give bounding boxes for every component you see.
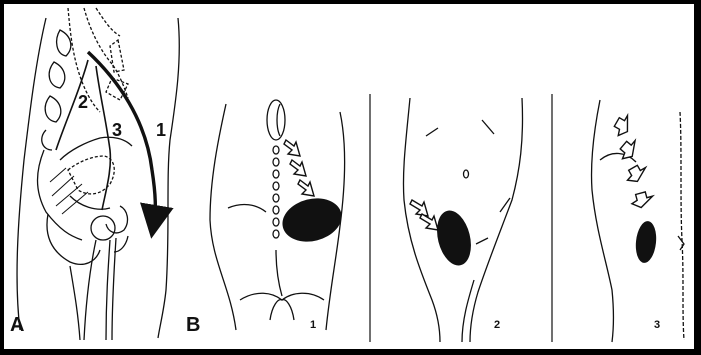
view-3-label: 3 xyxy=(654,319,660,331)
view-2-label: 2 xyxy=(494,319,500,331)
pathway-3-label: 3 xyxy=(112,120,122,140)
view-1-label: 1 xyxy=(310,319,316,331)
pathway-1-label: 1 xyxy=(156,120,166,140)
pathway-2-label: 2 xyxy=(78,92,88,112)
panel-b-letter: B xyxy=(186,314,200,336)
panel-a-letter: A xyxy=(10,314,24,336)
